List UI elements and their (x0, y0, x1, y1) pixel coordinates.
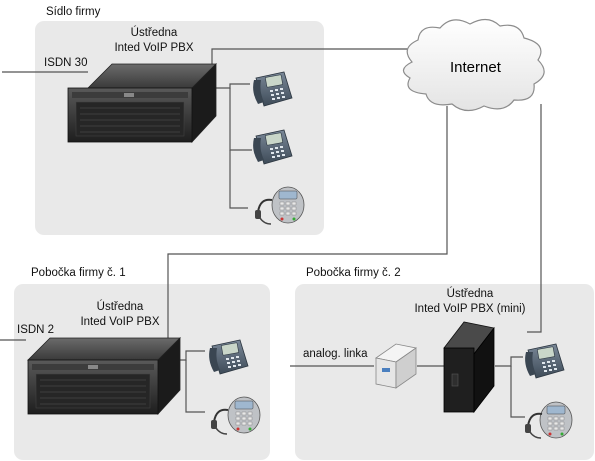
branch1-trunk-label: ISDN 2 (17, 324, 55, 336)
conference-phone-icon (539, 401, 573, 439)
branch1-pbx-name-line1: Ústředna (96, 301, 144, 313)
hq-phone1-link (216, 83, 250, 89)
server-icon (67, 63, 217, 144)
branch1-phone-link (180, 350, 205, 361)
hq-pbx-name-line1: Ústředna (130, 27, 178, 39)
connection-lines (0, 48, 542, 418)
server-icon (27, 337, 181, 416)
region-branch2-title: Pobočka firmy č. 2 (306, 267, 401, 279)
branch2-pbx-name-line1: Ústředna (446, 288, 494, 300)
mini-server-icon (443, 321, 495, 414)
hq-internet-link (211, 48, 419, 64)
hq-pbx-name-line2: Inted VoIP PBX (114, 42, 194, 54)
internet-label: Internet (450, 59, 501, 76)
region-hq-title: Sídlo firmy (46, 6, 101, 18)
branch1-internet-link (167, 106, 448, 338)
region-branch1-title: Pobočka firmy č. 1 (31, 267, 126, 279)
hq-trunk-label: ISDN 30 (44, 57, 88, 69)
analog-adapter-icon (375, 343, 417, 389)
conference-phone-icon (227, 396, 261, 434)
analog-line-label: analog. linka (303, 348, 368, 360)
branch2-pbx-name-line2: Inted VoIP PBX (mini) (414, 303, 526, 315)
conference-phone-icon (271, 186, 305, 224)
branch2-phone-link (495, 356, 523, 367)
branch2-internet-link (527, 104, 542, 333)
branch1-conf-link (185, 360, 205, 413)
cloud-icon (402, 18, 545, 112)
branch2-conf-link (510, 366, 525, 418)
hq-conf-link (229, 150, 248, 209)
branch1-pbx-name-line2: Inted VoIP PBX (80, 316, 160, 328)
